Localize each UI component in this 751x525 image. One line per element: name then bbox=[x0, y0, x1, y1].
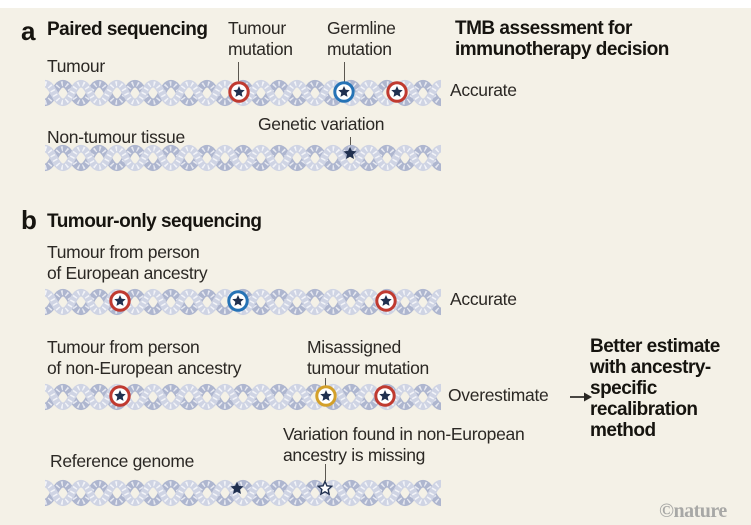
european-ancestry-label: Tumour from person of European ancestry bbox=[47, 242, 208, 283]
right-arrow-icon bbox=[570, 392, 592, 402]
result-accurate-european: Accurate bbox=[450, 289, 517, 309]
leader-line-variation-missing bbox=[324, 464, 326, 481]
nature-watermark: ©nature bbox=[659, 500, 727, 522]
misassigned-mutation-callout: Misassigned tumour mutation bbox=[307, 337, 429, 378]
non-tumour-tissue-label: Non-tumour tissue bbox=[47, 127, 185, 147]
result-accurate-paired: Accurate bbox=[450, 80, 517, 100]
germline-mutation-callout: Germline mutation bbox=[327, 18, 396, 59]
tumour-mutation-callout: Tumour mutation bbox=[228, 18, 293, 59]
tumour-row-label: Tumour bbox=[47, 56, 105, 76]
dna-helix-non-european bbox=[43, 383, 443, 413]
panel-a-title: Paired sequencing bbox=[47, 19, 208, 40]
leader-line-genetic-variation bbox=[349, 137, 351, 147]
top-margin bbox=[0, 0, 751, 8]
leader-line-germline-mutation bbox=[343, 62, 345, 82]
panel-b-letter: b bbox=[21, 205, 37, 235]
better-estimate-note: Better estimate with ancestry- specific … bbox=[590, 336, 720, 441]
leader-line-misassigned bbox=[324, 378, 326, 387]
result-overestimate: Overestimate bbox=[448, 385, 549, 405]
genetic-variation-callout: Genetic variation bbox=[258, 114, 385, 134]
dna-helix-european bbox=[43, 288, 443, 318]
variation-missing-callout: Variation found in non-European ancestry… bbox=[283, 424, 525, 465]
panel-a-letter: a bbox=[21, 16, 36, 46]
dna-helix-tumour bbox=[43, 79, 443, 109]
dna-helix-non-tumour bbox=[43, 144, 443, 174]
leader-line-tumour-mutation bbox=[237, 62, 239, 82]
dna-helix-reference bbox=[43, 479, 443, 509]
tmb-assessment-heading: TMB assessment for immunotherapy decisio… bbox=[455, 18, 669, 60]
non-european-ancestry-label: Tumour from person of non-European ances… bbox=[47, 337, 242, 378]
reference-genome-label: Reference genome bbox=[50, 451, 195, 471]
panel-b-title: Tumour-only sequencing bbox=[47, 211, 262, 232]
